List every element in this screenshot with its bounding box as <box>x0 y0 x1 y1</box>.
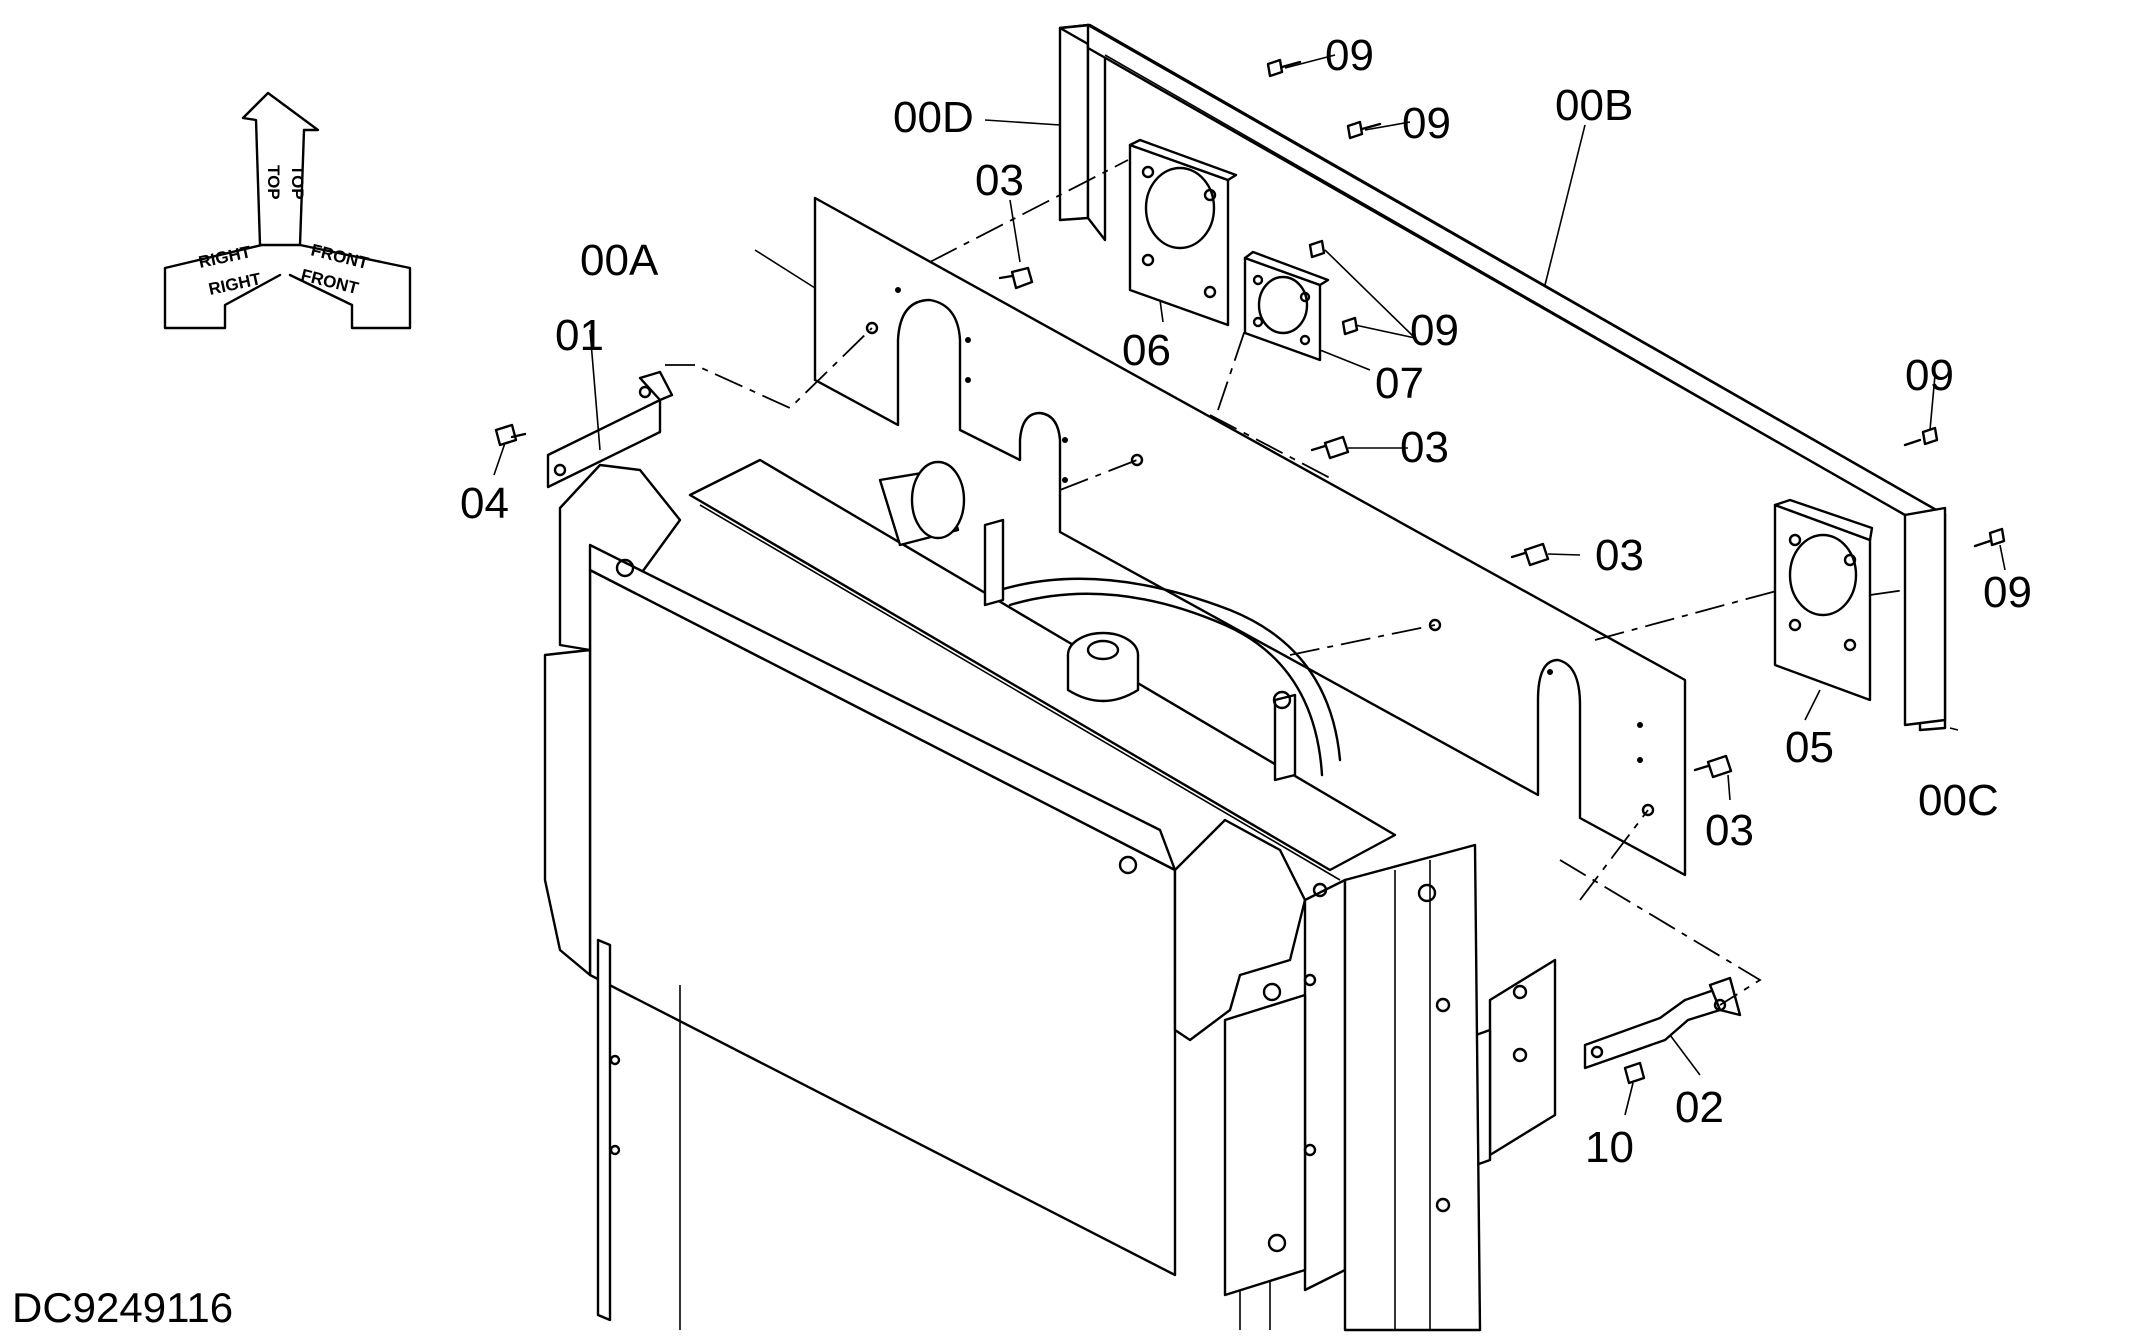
label-00a: 00A <box>580 236 659 285</box>
label-07: 07 <box>1375 359 1424 408</box>
mounting-plate-05 <box>1773 498 1874 702</box>
bolt-04 <box>494 423 527 447</box>
label-09-d: 09 <box>1905 351 1954 400</box>
label-03-a: 03 <box>975 156 1024 205</box>
orientation-top-label: TOP <box>264 165 283 200</box>
orientation-right-label-2: RIGHT <box>207 269 263 299</box>
label-01: 01 <box>555 311 604 360</box>
cover-frame-00b <box>1058 23 1947 732</box>
label-00b: 00B <box>1555 81 1633 130</box>
screw-09-c <box>1308 239 1359 336</box>
cover-panel-00a <box>813 196 1687 877</box>
bolt-03-b <box>1310 435 1350 460</box>
bolt-03-a <box>998 266 1034 290</box>
bolt-10 <box>1623 1061 1646 1085</box>
label-03-c: 03 <box>1595 531 1644 580</box>
bracket-01 <box>546 370 674 489</box>
alignment-lines <box>665 159 1906 1006</box>
bracket-02 <box>1583 976 1742 1070</box>
orientation-right-label: RIGHT <box>197 242 253 272</box>
radiator-assembly <box>543 458 1482 1332</box>
leader-lines <box>493 54 2006 1116</box>
label-09-e: 09 <box>1983 568 2032 617</box>
top-arrow-icon <box>241 91 320 247</box>
screw-09-a <box>1266 58 1302 78</box>
drawing-code: DC9249116 <box>12 1284 233 1331</box>
screw-09-b <box>1346 120 1382 140</box>
part-labels: 00A 00B 00C 00D 01 02 03 03 03 03 04 05 … <box>460 31 2032 1172</box>
label-06: 06 <box>1122 326 1171 375</box>
label-02: 02 <box>1675 1083 1724 1132</box>
front-arrow-icon <box>288 243 412 330</box>
label-00d: 00D <box>893 93 974 142</box>
label-09-b: 09 <box>1402 99 1451 148</box>
screw-09-d <box>1903 426 1939 447</box>
label-09-c: 09 <box>1410 306 1459 355</box>
label-05: 05 <box>1785 723 1834 772</box>
right-arrow-icon <box>163 243 282 330</box>
bolt-03-c <box>1510 542 1550 567</box>
mounting-plate-06 <box>1128 138 1238 327</box>
mounting-plate-07 <box>1243 250 1330 362</box>
label-03-b: 03 <box>1400 423 1449 472</box>
label-00c: 00C <box>1918 776 1999 825</box>
label-09-a: 09 <box>1325 31 1374 80</box>
bolt-03-d <box>1693 754 1733 779</box>
label-03-d: 03 <box>1705 806 1754 855</box>
orientation-top-label-2: TOP <box>288 165 307 200</box>
orientation-indicator: TOP TOP RIGHT RIGHT FRONT FRONT <box>163 91 412 330</box>
label-04: 04 <box>460 479 509 528</box>
label-10: 10 <box>1585 1123 1634 1172</box>
screw-09-e <box>1973 527 2006 548</box>
